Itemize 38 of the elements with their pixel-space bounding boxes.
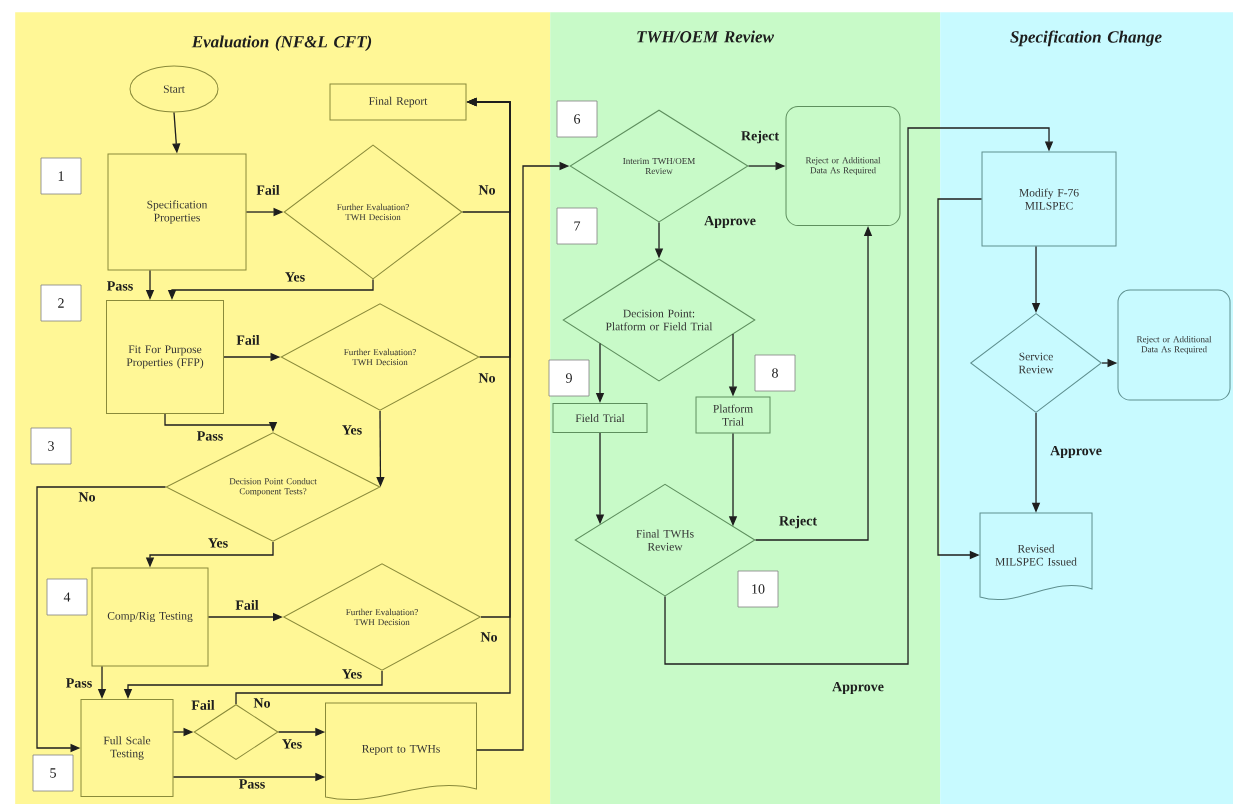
edge-label: Fail	[190, 699, 216, 711]
process-box: Final Report	[329, 83, 467, 121]
edge-label: Yes	[280, 738, 304, 750]
callout-number: 9	[548, 359, 590, 397]
callout-number: 7	[556, 207, 598, 245]
edge-label: No	[77, 491, 97, 503]
edge-label: Yes	[340, 668, 364, 680]
edge-label: Pass	[237, 778, 267, 790]
process-box: Specification Properties	[107, 153, 247, 271]
edge-label: No	[477, 184, 497, 196]
edge-label: No	[477, 372, 497, 384]
callout-number: 1	[40, 157, 82, 195]
edge-label: Pass	[105, 280, 135, 292]
rounded-box: Reject or Additional Data As Required	[785, 106, 901, 226]
callout-number: 2	[40, 284, 82, 322]
start-oval: Start	[129, 65, 219, 113]
process-box: Full Scale Testing	[80, 699, 174, 797]
callout-number: 5	[32, 754, 74, 792]
process-box: Comp/Rig Testing	[91, 567, 209, 667]
process-box: Modify F-76 MILSPEC	[981, 151, 1117, 247]
edge-label: Pass	[64, 677, 94, 689]
process-box: Fit For Purpose Properties (FFP)	[106, 300, 224, 414]
callout-number: 4	[46, 578, 88, 616]
arrow	[664, 127, 1054, 665]
callout-number: 6	[556, 100, 598, 138]
rounded-box: Reject or Additional Data As Required	[1117, 289, 1231, 401]
callout-number: 8	[754, 354, 796, 392]
process-box: Field Trial	[552, 403, 648, 433]
edge-label: Fail	[234, 599, 260, 611]
edge-label: Pass	[195, 430, 225, 442]
callout-number: 3	[30, 427, 72, 465]
edge-label: No	[252, 697, 272, 709]
process-box: Platform Trial	[695, 396, 771, 434]
edge-label: No	[479, 631, 499, 643]
callout-number: 10	[737, 570, 779, 608]
edge-label: Fail	[255, 184, 281, 196]
edge-label: Fail	[235, 334, 261, 346]
edge-label: Yes	[283, 271, 307, 283]
